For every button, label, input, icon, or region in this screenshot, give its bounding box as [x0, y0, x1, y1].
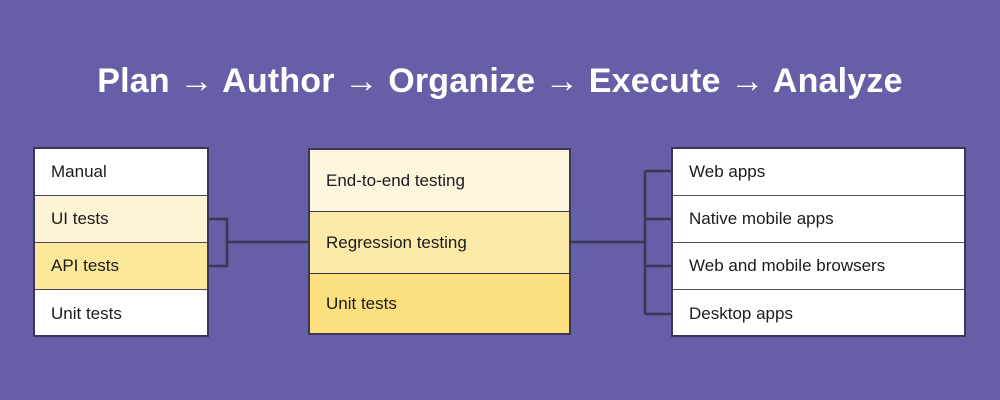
row-label: Native mobile apps — [689, 209, 834, 228]
row-label: End-to-end testing — [326, 170, 465, 190]
list-item[interactable]: API tests — [35, 243, 207, 290]
row-label: Unit tests — [326, 293, 397, 313]
list-item[interactable]: Unit tests — [35, 290, 207, 335]
row-label: API tests — [51, 256, 120, 275]
row-label: Web and mobile browsers — [689, 256, 886, 275]
list-item[interactable]: End-to-end testing — [310, 150, 569, 212]
row-label: Regression testing — [326, 232, 467, 252]
row-label: Web apps — [689, 162, 766, 181]
connector-left-bracket — [209, 217, 229, 268]
page-title: Plan → Author → Organize → Execute → Ana… — [97, 62, 903, 100]
list-item[interactable]: Unit tests — [310, 274, 569, 333]
list-item[interactable]: Native mobile apps — [673, 196, 964, 243]
row-label: Unit tests — [51, 304, 122, 323]
list-item[interactable]: Desktop apps — [673, 290, 964, 335]
list-item[interactable]: Regression testing — [310, 212, 569, 274]
list-item[interactable]: Web apps — [673, 149, 964, 196]
test-levels-box: End-to-end testing Regression testing Un… — [308, 148, 571, 335]
application-targets-box: Web apps Native mobile apps Web and mobi… — [671, 147, 966, 337]
row-label: Desktop apps — [689, 304, 793, 323]
list-item[interactable]: UI tests — [35, 196, 207, 243]
row-label: Manual — [51, 162, 107, 181]
list-item[interactable]: Manual — [35, 149, 207, 196]
list-item[interactable]: Web and mobile browsers — [673, 243, 964, 290]
row-label: UI tests — [51, 209, 109, 228]
test-types-box: Manual UI tests API tests Unit tests — [33, 147, 209, 337]
